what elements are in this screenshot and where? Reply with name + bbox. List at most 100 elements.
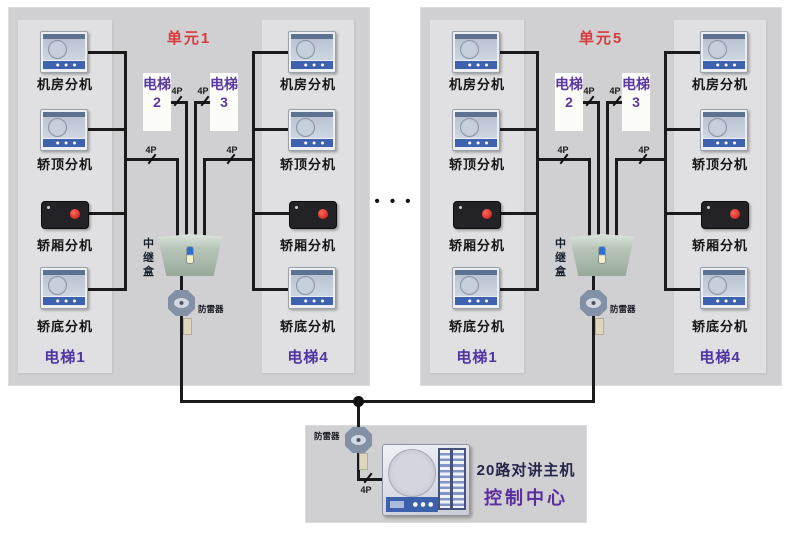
extension-device	[288, 267, 336, 309]
relay-box-label: 中继盒	[555, 238, 566, 278]
wire-segment	[357, 478, 385, 481]
extension-device	[700, 31, 748, 73]
elevator-label: 电梯1	[44, 349, 86, 366]
control-center-title: 控制中心	[484, 488, 568, 508]
relay-box-label: 中继盒	[143, 238, 154, 278]
wire-segment	[252, 51, 255, 291]
extension-device	[288, 31, 336, 73]
cable-tag-4p: 4P	[171, 86, 183, 96]
device-label: 轿厢分机	[279, 238, 336, 253]
arrester-label: 防雷器	[610, 304, 636, 314]
wire-segment	[254, 288, 290, 291]
extension-device	[700, 109, 748, 151]
wire-segment	[254, 212, 290, 215]
device-label: 轿顶分机	[691, 157, 748, 172]
wire-segment	[666, 212, 702, 215]
control-center-titles: 20路对讲主机 控制中心	[465, 459, 587, 510]
speaker-grille-icon	[388, 449, 436, 497]
cable-tag-4p: 4P	[638, 145, 650, 155]
extension-device	[40, 31, 88, 73]
lightning-arrester	[345, 427, 372, 453]
wire-segment	[536, 51, 539, 291]
device-label: 机房分机	[448, 77, 505, 92]
shaft-label-elevator2: 电梯2	[143, 73, 171, 131]
extension-device	[40, 109, 88, 151]
junction-dot	[353, 396, 364, 407]
wire-segment	[84, 51, 126, 54]
wire-segment	[84, 128, 126, 131]
extension-device	[452, 31, 500, 73]
elevator-column-left	[18, 20, 112, 373]
lightning-arrester	[580, 290, 607, 316]
wire-segment	[615, 158, 618, 237]
wire-segment	[666, 51, 702, 54]
wire-segment	[666, 288, 702, 291]
keypad-grid	[438, 448, 466, 510]
extension-device	[40, 267, 88, 309]
unit-title: 单元1	[166, 30, 212, 47]
wire-segment	[592, 275, 595, 293]
arrester-label: 防雷器	[314, 431, 340, 441]
wire-segment	[180, 306, 183, 403]
wire-segment	[497, 212, 538, 215]
cable-tag-4p: 4P	[557, 145, 569, 155]
unit-panel: 单元1 4P 4P 4P 4P	[8, 7, 370, 386]
cable-tag-4p: 4P	[145, 145, 157, 155]
elevator-label: 电梯4	[287, 349, 329, 366]
device-label: 轿顶分机	[448, 157, 505, 172]
elevator-column-right	[674, 20, 766, 373]
cable-tag-4p: 4P	[583, 86, 595, 96]
elevator-column-left	[430, 20, 524, 373]
extension-device	[452, 109, 500, 151]
unit-panel: 单元5 4P 4P 4P 4P	[420, 7, 782, 386]
wire-segment	[254, 51, 290, 54]
cabin-device	[453, 201, 501, 229]
cabin-device	[289, 201, 337, 229]
device-label: 轿厢分机	[36, 238, 93, 253]
relay-box	[158, 234, 222, 276]
device-label: 轿厢分机	[691, 238, 748, 253]
device-label: 机房分机	[279, 77, 336, 92]
elevator-label: 电梯4	[699, 349, 741, 366]
wire-segment	[357, 450, 360, 481]
relay-box	[570, 234, 634, 276]
wire-segment	[194, 101, 197, 237]
main-station-title: 20路对讲主机	[476, 462, 576, 479]
device-label: 机房分机	[691, 77, 748, 92]
arrester-tag	[595, 318, 604, 335]
device-label: 轿顶分机	[279, 157, 336, 172]
device-label: 轿底分机	[279, 319, 336, 334]
ellipsis: • • •	[374, 193, 414, 210]
cable-tag-4p: 4P	[197, 86, 209, 96]
elevator-label: 电梯1	[456, 349, 498, 366]
elevator-column-right	[262, 20, 354, 373]
unit-title: 单元5	[578, 30, 624, 47]
wire-segment	[84, 288, 126, 291]
wire-segment	[180, 275, 183, 293]
shaft-label-elevator3: 电梯3	[622, 73, 650, 131]
wire-segment	[592, 306, 595, 403]
device-label: 轿底分机	[448, 319, 505, 334]
extension-device	[452, 267, 500, 309]
extension-device	[700, 267, 748, 309]
wire-segment	[203, 158, 206, 237]
cabin-device	[41, 201, 89, 229]
cabin-device	[701, 201, 749, 229]
arrester-tag	[183, 318, 192, 335]
wire-segment	[666, 128, 702, 131]
cable-tag-4p: 4P	[226, 145, 238, 155]
device-label: 轿底分机	[691, 319, 748, 334]
wire-segment	[185, 101, 188, 237]
wire-segment	[664, 51, 667, 291]
device-label: 机房分机	[36, 77, 93, 92]
shaft-label-elevator2: 电梯2	[555, 73, 583, 131]
wire-segment	[496, 128, 538, 131]
shaft-label-elevator3: 电梯3	[210, 73, 238, 131]
relay-indicator	[599, 247, 605, 263]
wire-segment	[588, 158, 591, 237]
device-label: 轿底分机	[36, 319, 93, 334]
wire-segment	[357, 400, 360, 429]
wire-segment	[254, 128, 290, 131]
wire-segment	[597, 101, 600, 237]
